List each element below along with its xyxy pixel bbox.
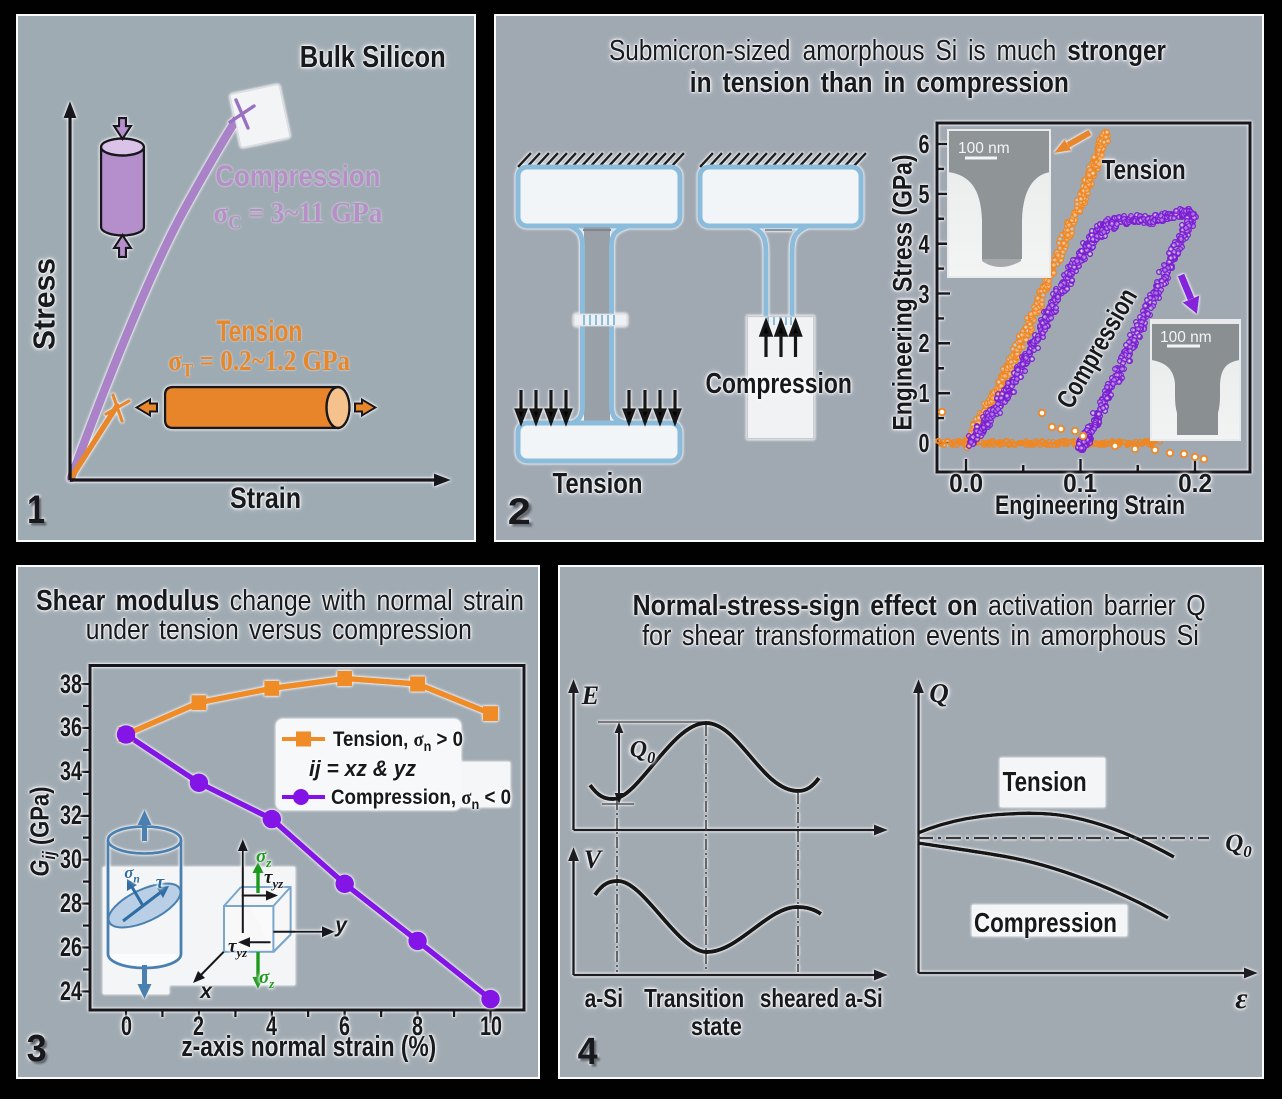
svg-text:100 nm: 100 nm [1160,329,1212,346]
svg-text:100 nm: 100 nm [958,140,1010,157]
